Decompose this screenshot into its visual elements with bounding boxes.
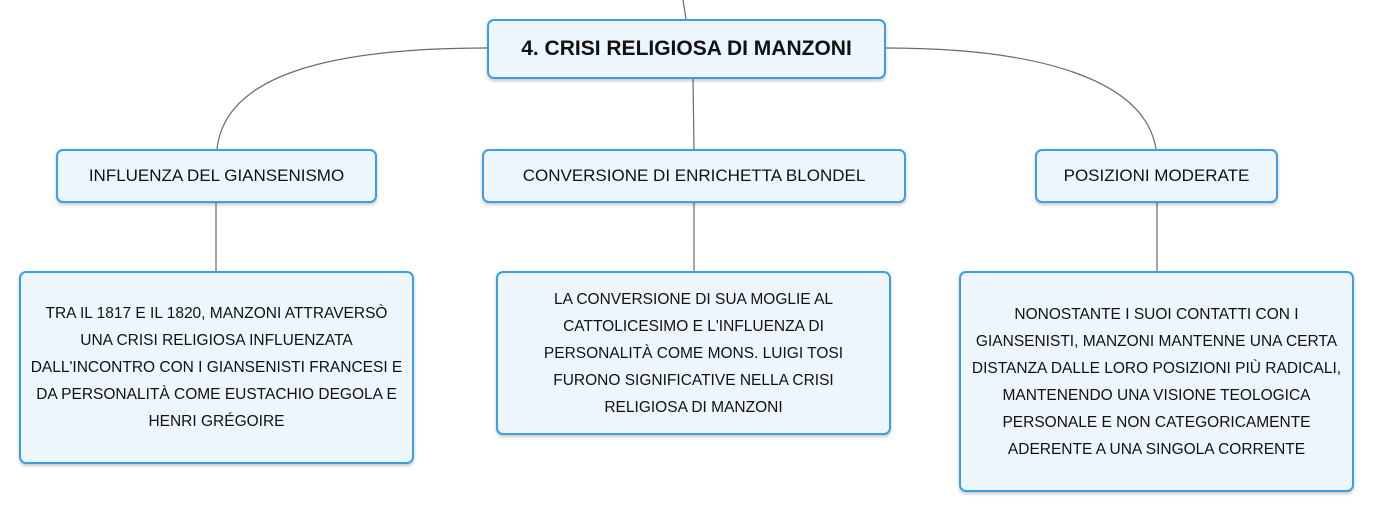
connector-root-to-influenza: [216, 47, 488, 150]
detail-node-posizioni-moderate[interactable]: NONOSTANTE I SUOI CONTATTI CON I GIANSEN…: [959, 271, 1354, 492]
topic-node-posizioni-moderate[interactable]: POSIZIONI MODERATE: [1035, 149, 1278, 203]
topic-label: INFLUENZA DEL GIANSENISMO: [88, 166, 345, 185]
detail-text: LA CONVERSIONE DI SUA MOGLIE AL CATTOLIC…: [543, 290, 844, 416]
root-label: 4. CRISI RELIGIOSA DI MANZONI: [521, 37, 852, 60]
connector-root-to-conversione: [692, 77, 695, 150]
detail-node-conversione-blondel[interactable]: LA CONVERSIONE DI SUA MOGLIE AL CATTOLIC…: [496, 271, 891, 435]
topic-label: POSIZIONI MODERATE: [1063, 166, 1250, 185]
connector-parent-to-root: [682, 0, 687, 20]
connector-root-to-posizioni: [885, 47, 1157, 150]
topic-node-influenza-giansenismo[interactable]: INFLUENZA DEL GIANSENISMO: [56, 149, 377, 203]
detail-text: NONOSTANTE I SUOI CONTATTI CON I GIANSEN…: [971, 305, 1342, 458]
topic-node-conversione-blondel[interactable]: CONVERSIONE DI ENRICHETTA BLONDEL: [482, 149, 906, 203]
root-node[interactable]: 4. CRISI RELIGIOSA DI MANZONI: [487, 19, 886, 79]
detail-text: TRA IL 1817 E IL 1820, MANZONI ATTRAVERS…: [30, 305, 403, 430]
topic-label: CONVERSIONE DI ENRICHETTA BLONDEL: [522, 166, 866, 185]
detail-node-influenza-giansenismo[interactable]: TRA IL 1817 E IL 1820, MANZONI ATTRAVERS…: [19, 271, 414, 464]
